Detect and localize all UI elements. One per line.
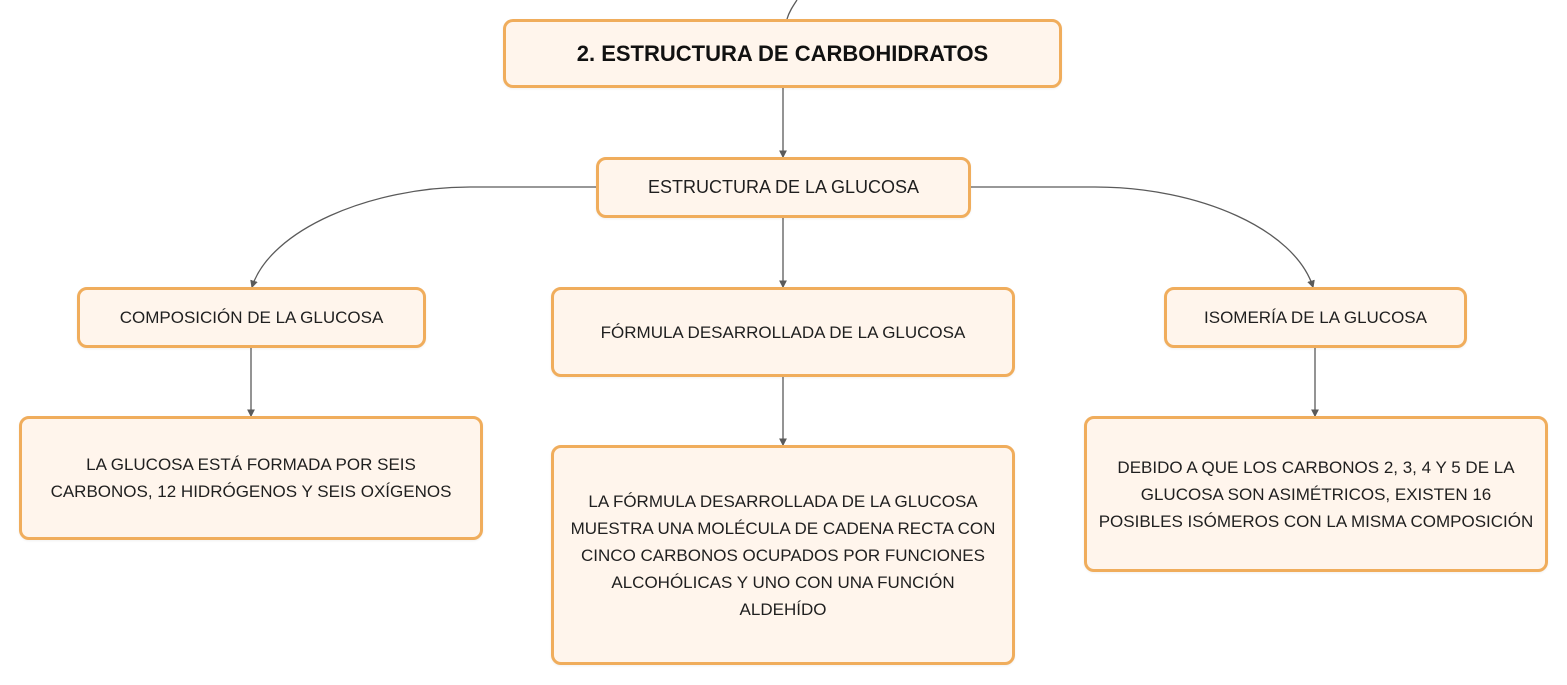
node-root-label: 2. ESTRUCTURA DE CARBOHIDRATOS <box>576 41 989 66</box>
node-composicion[interactable]: COMPOSICIÓN DE LA GLUCOSA <box>77 287 426 348</box>
node-formula[interactable]: FÓRMULA DESARROLLADA DE LA GLUCOSA <box>551 287 1015 377</box>
node-composicion-label: COMPOSICIÓN DE LA GLUCOSA <box>119 308 384 327</box>
node-isomeria-label: ISOMERÍA DE LA GLUCOSA <box>1204 308 1427 327</box>
node-formula-desc[interactable]: LA FÓRMULA DESARROLLADA DE LA GLUCOSA MU… <box>551 445 1015 665</box>
node-formula-label: FÓRMULA DESARROLLADA DE LA GLUCOSA <box>600 322 966 342</box>
node-formula-desc-text: LA FÓRMULA DESARROLLADA DE LA GLUCOSA MU… <box>570 491 996 619</box>
node-root-title[interactable]: 2. ESTRUCTURA DE CARBOHIDRATOS <box>503 19 1062 88</box>
edge-glucosa-isomeria <box>971 186 1315 289</box>
node-estructura-glucosa[interactable]: ESTRUCTURA DE LA GLUCOSA <box>596 157 971 218</box>
node-isomeria[interactable]: ISOMERÍA DE LA GLUCOSA <box>1164 287 1467 348</box>
node-composicion-desc[interactable]: LA GLUCOSA ESTÁ FORMADA POR SEIS CARBONO… <box>19 416 483 540</box>
node-isomeria-desc[interactable]: DEBIDO A QUE LOS CARBONOS 2, 3, 4 Y 5 DE… <box>1084 416 1548 572</box>
node-composicion-desc-text: LA GLUCOSA ESTÁ FORMADA POR SEIS CARBONO… <box>50 455 452 501</box>
edge-glucosa-composicion <box>250 186 596 289</box>
edge-incoming-root <box>786 0 798 20</box>
node-isomeria-desc-text: DEBIDO A QUE LOS CARBONOS 2, 3, 4 Y 5 DE… <box>1098 457 1534 531</box>
node-estructura-glucosa-label: ESTRUCTURA DE LA GLUCOSA <box>647 177 920 197</box>
